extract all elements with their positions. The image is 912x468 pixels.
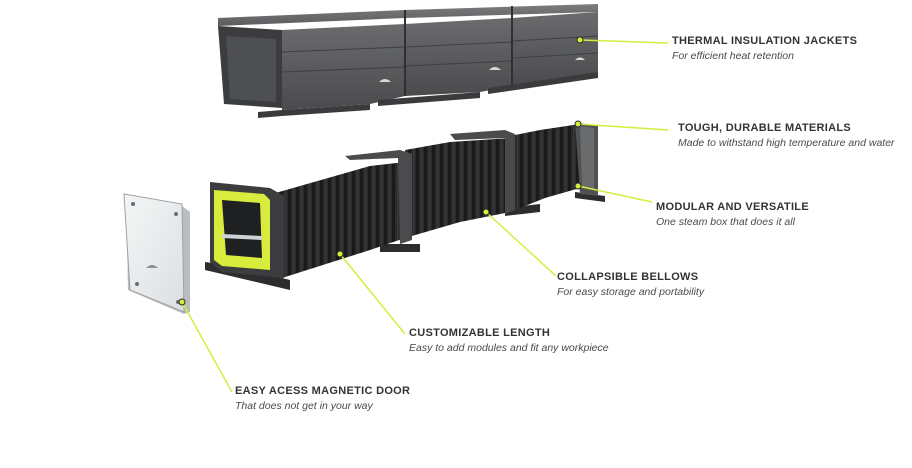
thermal-insulation-jackets <box>218 4 599 118</box>
callout-modular-versatile: MODULAR AND VERSATILE One steam box that… <box>656 201 809 228</box>
leader-anchor-dots <box>178 36 584 306</box>
callout-magnetic-door: EASY ACESS MAGNETIC DOOR That does not g… <box>235 385 410 412</box>
anchor-thermal <box>576 36 584 44</box>
base-foot-mid <box>380 244 420 252</box>
magnetic-door <box>123 193 190 314</box>
jacket-module-2 <box>405 18 512 96</box>
jacket-logo <box>379 57 585 82</box>
callout-title: THERMAL INSULATION JACKETS <box>672 35 858 47</box>
bellows-assembly <box>205 122 605 290</box>
bellows-section-3 <box>510 124 580 212</box>
gasket-opening <box>222 200 262 258</box>
end-cap-face <box>580 126 594 190</box>
leader-length <box>339 253 406 335</box>
callout-customizable-length: CUSTOMIZABLE LENGTH Easy to add modules … <box>409 327 609 354</box>
callout-subtitle: One steam box that does it all <box>656 215 795 228</box>
callout-collapsible-bellows: COLLAPSIBLE BELLOWS For easy storage and… <box>557 271 704 298</box>
jacket-flange-left <box>258 104 370 118</box>
jacket-flange-mid <box>378 92 480 106</box>
door-logo <box>146 265 158 268</box>
leader-tough <box>577 123 669 131</box>
leader-door <box>181 301 233 393</box>
callout-subtitle: Made to withstand high temperature and w… <box>678 136 895 149</box>
jacket-module-3 <box>512 12 598 86</box>
gasket-inner-shelf <box>222 234 262 240</box>
callout-thermal-insulation: THERMAL INSULATION JACKETS For efficient… <box>672 35 857 62</box>
callout-subtitle: For efficient heat retention <box>672 49 794 62</box>
jacket-opening-inner <box>226 36 276 102</box>
jacket-module-1 <box>282 24 405 110</box>
leader-thermal <box>579 39 669 44</box>
frame-ring-1 <box>345 150 412 244</box>
jacket-grooves <box>281 35 599 73</box>
callout-title: CUSTOMIZABLE LENGTH <box>409 327 551 339</box>
anchor-length <box>336 250 344 258</box>
anchor-door <box>178 298 186 306</box>
anchor-tough <box>574 120 582 128</box>
base-foot-end <box>575 192 605 202</box>
callout-subtitle: For easy storage and portability <box>557 285 705 298</box>
bellows-section-1 <box>265 162 405 278</box>
callout-title: MODULAR AND VERSATILE <box>656 201 809 213</box>
jacket-top-face <box>218 4 598 26</box>
leader-lines <box>181 39 669 393</box>
frame-ring-2 <box>450 130 515 214</box>
callout-title: TOUGH, DURABLE MATERIALS <box>678 122 852 134</box>
jacket-seams <box>404 6 513 96</box>
jacket-flange-right <box>488 72 598 94</box>
callout-subtitle: Easy to add modules and fit any workpiec… <box>409 341 609 354</box>
callout-subtitle: That does not get in your way <box>235 399 373 412</box>
leader-bellows <box>485 211 557 277</box>
bellows-section-2 <box>405 138 510 238</box>
callout-title: COLLAPSIBLE BELLOWS <box>557 271 699 283</box>
anchor-bellows <box>482 208 490 216</box>
callout-title: EASY ACESS MAGNETIC DOOR <box>235 385 411 397</box>
callout-tough-materials: TOUGH, DURABLE MATERIALS Made to withsta… <box>678 122 895 149</box>
leader-modular <box>577 185 653 203</box>
anchor-modular <box>574 182 582 190</box>
door-panel <box>123 193 185 313</box>
